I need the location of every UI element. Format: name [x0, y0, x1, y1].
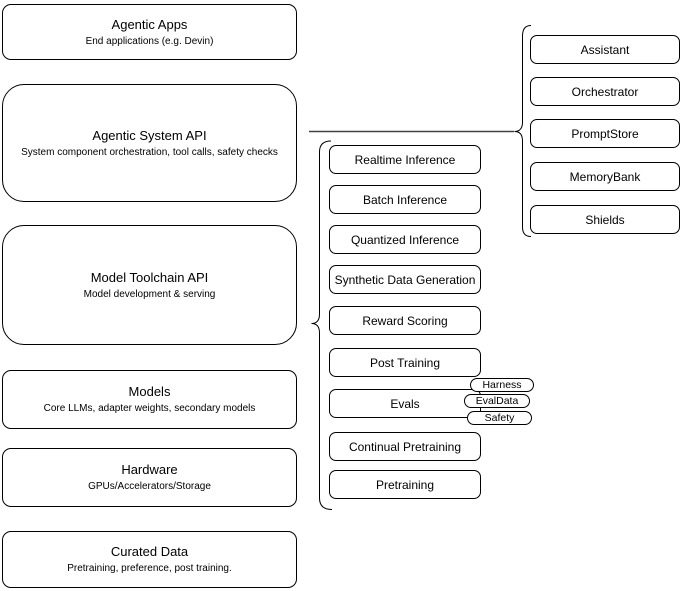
system-components-brace — [514, 25, 532, 237]
node-label: Shields — [585, 212, 625, 227]
node-hardware: Hardware GPUs/Accelerators/Storage — [2, 448, 297, 507]
node-models: Models Core LLMs, adapter weights, secon… — [2, 370, 297, 429]
node-title: Hardware — [121, 462, 178, 477]
node-title: Model Toolchain API — [90, 269, 209, 285]
node-model-toolchain-api: Model Toolchain API Model development & … — [2, 225, 297, 345]
tag-evaldata: EvalData — [464, 394, 530, 408]
node-subtitle: System component orchestration, tool cal… — [21, 146, 278, 158]
node-label: Continual Pretraining — [348, 439, 462, 454]
tag-harness: Harness — [470, 378, 534, 392]
node-quantized-inference: Quantized Inference — [329, 225, 481, 254]
node-label: Assistant — [580, 42, 630, 57]
tag-label: Safety — [484, 412, 515, 424]
node-subtitle: GPUs/Accelerators/Storage — [88, 481, 211, 492]
node-title: Models — [128, 384, 171, 399]
node-label: Batch Inference — [362, 192, 448, 207]
node-pretraining: Pretraining — [329, 470, 481, 499]
node-label: Orchestrator — [571, 84, 639, 99]
node-agentic-system-api: Agentic System API System component orch… — [2, 84, 297, 202]
node-label: Realtime Inference — [354, 152, 456, 167]
node-label: Post Training — [369, 355, 441, 370]
node-label: Synthetic Data Generation — [334, 272, 476, 287]
node-subtitle: Pretraining, preference, post training. — [67, 563, 232, 574]
node-label: Pretraining — [375, 477, 435, 492]
node-subtitle: Model development & serving — [83, 288, 216, 300]
node-post-training: Post Training — [329, 348, 481, 377]
node-title: Agentic Apps — [111, 16, 188, 32]
node-synthetic-data-generation: Synthetic Data Generation — [329, 265, 481, 294]
node-title: Curated Data — [110, 544, 189, 559]
node-batch-inference: Batch Inference — [329, 185, 481, 214]
node-assistant: Assistant — [530, 35, 680, 64]
tag-label: Harness — [482, 379, 522, 391]
node-memorybank: MemoryBank — [530, 162, 680, 191]
node-label: Reward Scoring — [362, 313, 448, 328]
tag-safety: Safety — [467, 411, 532, 425]
node-label: PromptStore — [571, 126, 639, 141]
node-realtime-inference: Realtime Inference — [329, 145, 481, 174]
node-title: Agentic System API — [92, 127, 207, 143]
node-subtitle: Core LLMs, adapter weights, secondary mo… — [43, 403, 256, 414]
node-continual-pretraining: Continual Pretraining — [329, 432, 481, 461]
node-subtitle: End applications (e.g. Devin) — [85, 35, 214, 47]
node-label: Evals — [390, 396, 420, 411]
node-promptstore: PromptStore — [530, 119, 680, 148]
node-curated-data: Curated Data Pretraining, preference, po… — [2, 531, 297, 588]
node-orchestrator: Orchestrator — [530, 77, 680, 106]
node-shields: Shields — [530, 205, 680, 234]
node-reward-scoring: Reward Scoring — [329, 306, 481, 335]
node-label: MemoryBank — [569, 169, 641, 184]
node-label: Quantized Inference — [350, 232, 460, 247]
node-evals: Evals — [329, 389, 481, 418]
tag-label: EvalData — [475, 395, 519, 407]
node-agentic-apps: Agentic Apps End applications (e.g. Devi… — [2, 4, 297, 60]
